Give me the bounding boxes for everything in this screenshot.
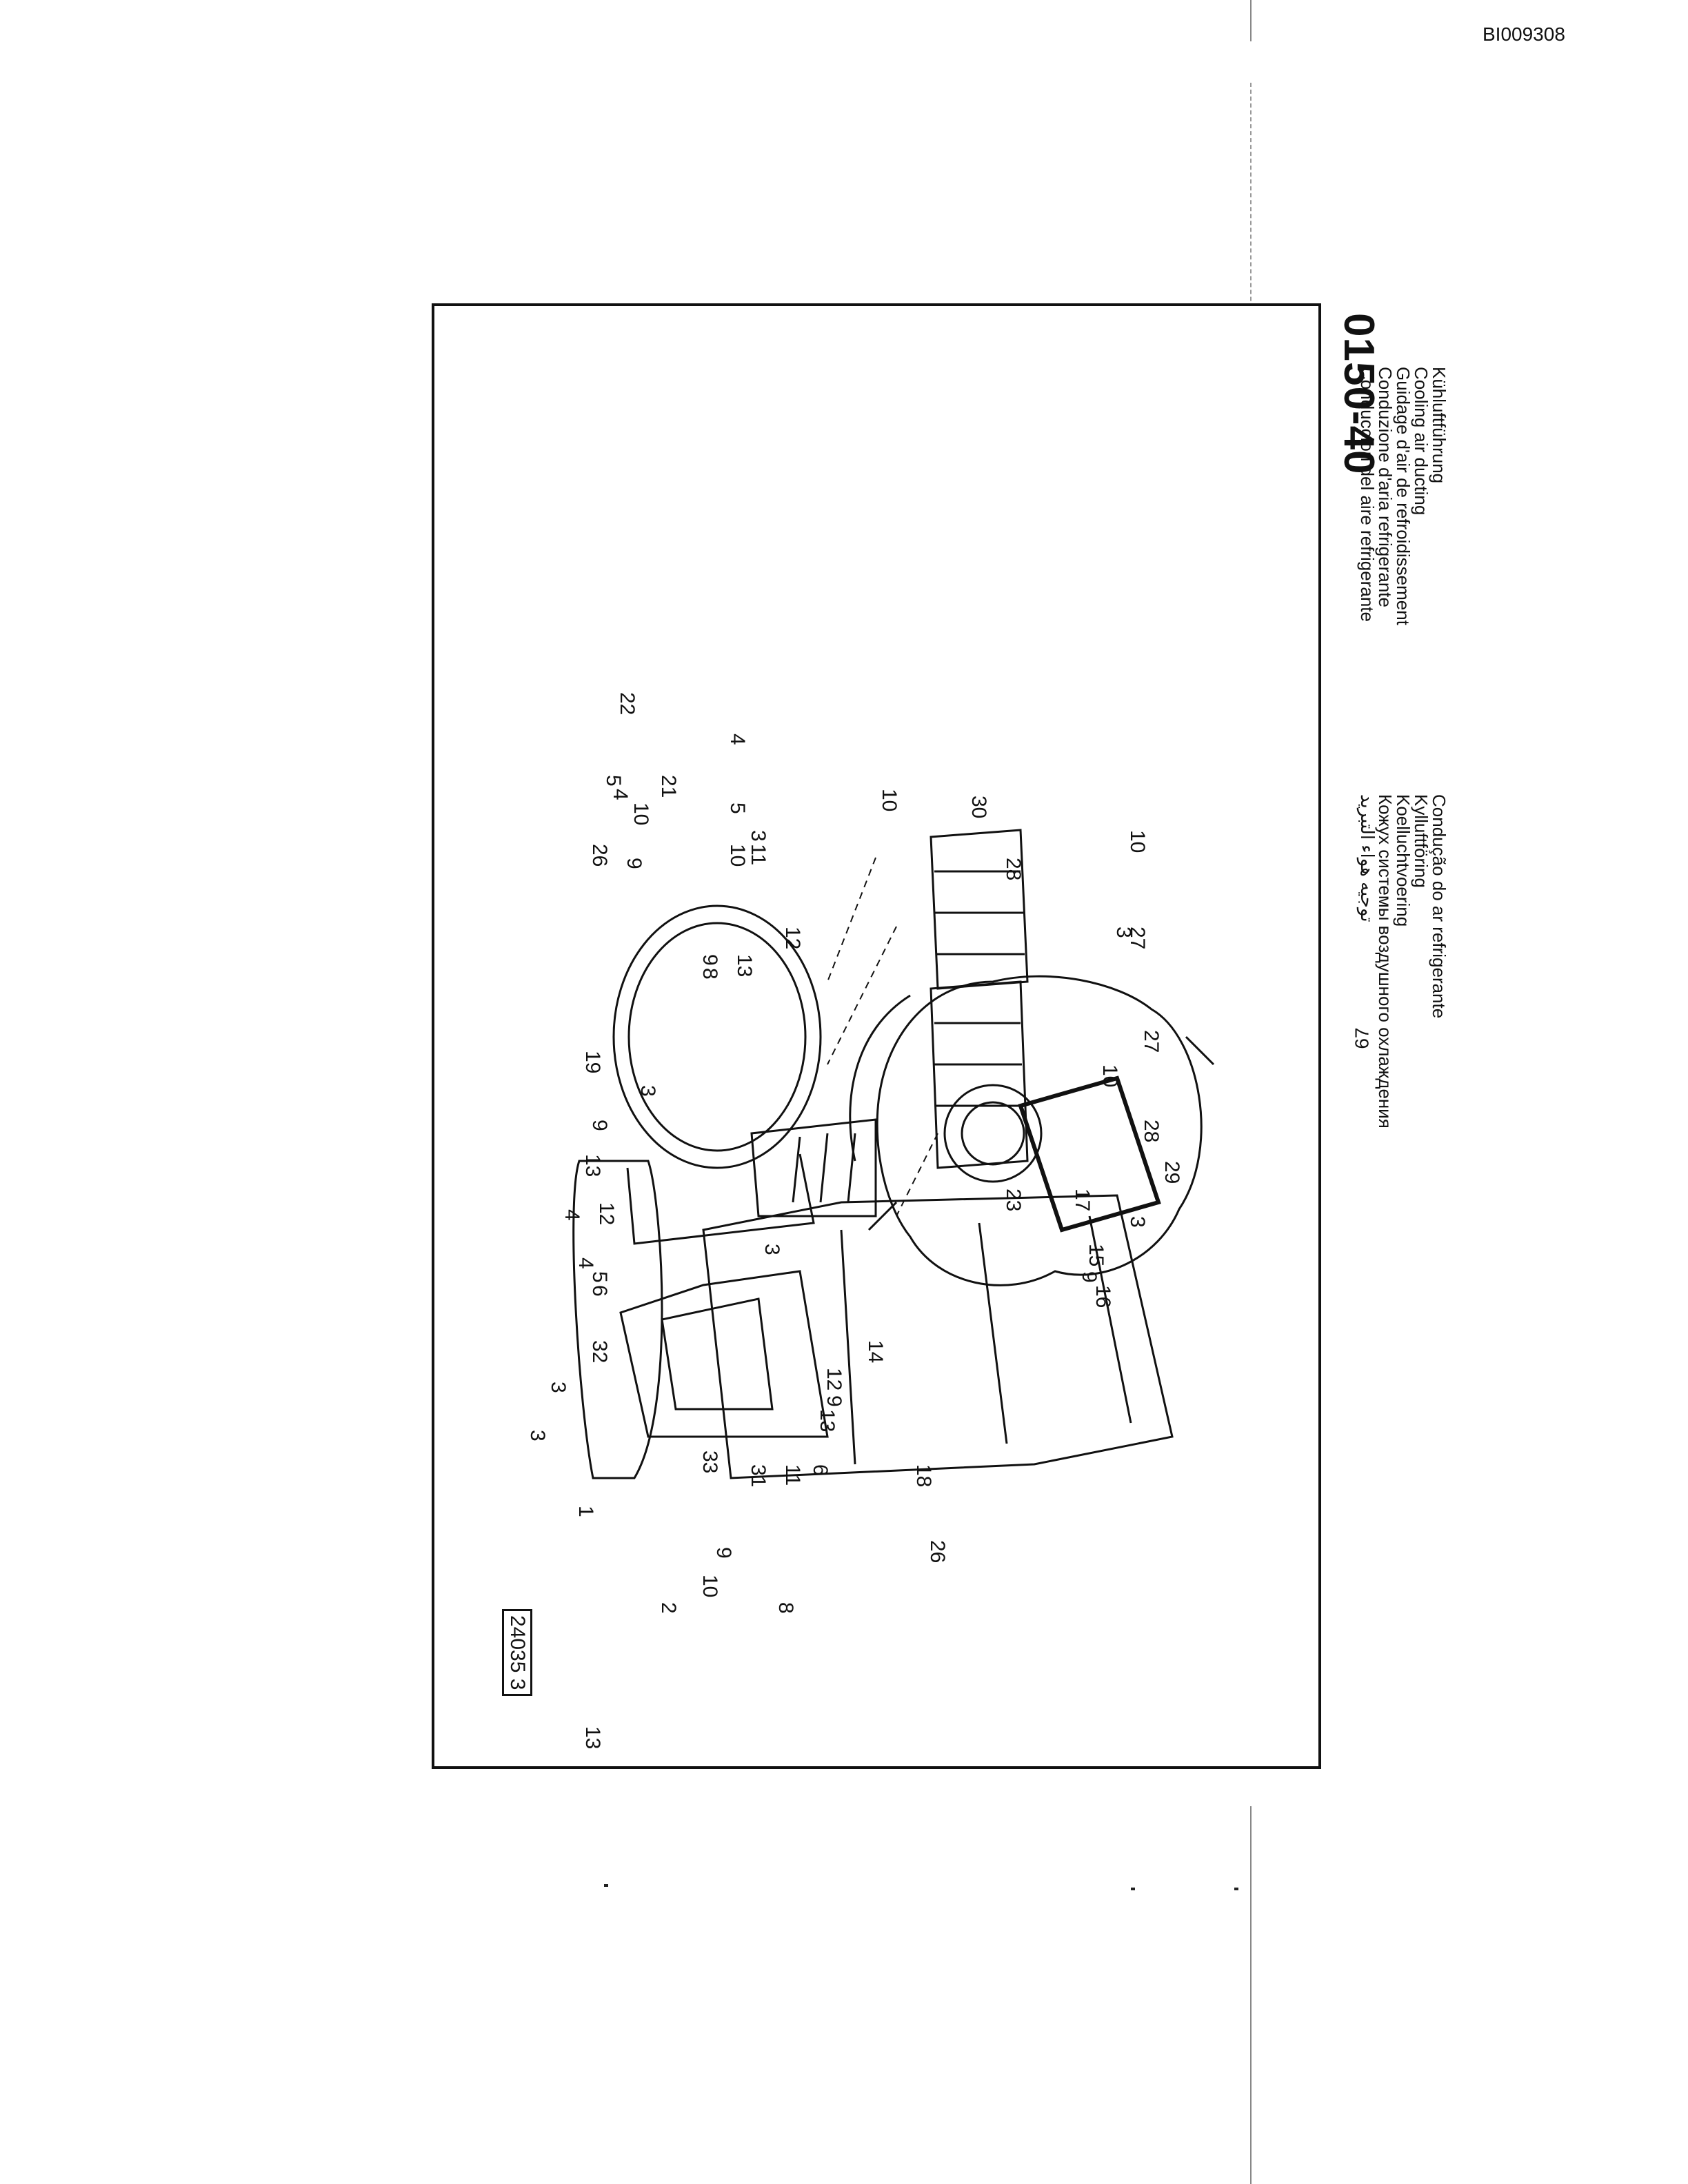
- callout-12: 12: [823, 1368, 845, 1391]
- callout-26: 26: [588, 844, 611, 867]
- callout-26: 26: [926, 1540, 949, 1563]
- callout-3: 3: [547, 1382, 570, 1393]
- part-30-grill-icon: [930, 829, 1029, 990]
- callout-33: 33: [699, 1450, 721, 1473]
- title-ru: Кожух системы воздушного охлаждения: [1375, 794, 1396, 1129]
- callout-21: 21: [657, 775, 680, 798]
- callout-12: 12: [595, 1202, 618, 1225]
- callout-8: 8: [699, 968, 721, 980]
- callout-9: 9: [1078, 1271, 1101, 1283]
- title-fr: Guidage d'air de refroidissement: [1393, 367, 1414, 625]
- engine-overview-icon: [849, 975, 1215, 1286]
- callout-9: 9: [623, 858, 645, 869]
- callout-11: 11: [781, 1464, 804, 1486]
- part-19-fan-housing-icon: [612, 904, 822, 1245]
- callout-3: 3: [761, 1244, 783, 1255]
- part-24-panel-icon: [750, 1118, 877, 1217]
- callout-3: 3: [1126, 1216, 1149, 1228]
- title-es: Conduccion del aire refrigerante: [1357, 367, 1378, 622]
- callout-13: 13: [733, 954, 756, 977]
- exploded-parts-diagram: 1 2 3 3 3 3 3 3 3 4 4 4 4 5 5 5 6 6 8 8: [526, 692, 1215, 1749]
- callout-13: 13: [581, 1726, 604, 1749]
- callout-16: 16: [1092, 1285, 1114, 1308]
- callout-6: 6: [588, 1285, 611, 1297]
- part-7-bracket-icon: [619, 1270, 829, 1438]
- callout-4: 4: [726, 734, 749, 745]
- callout-5: 5: [726, 802, 749, 814]
- callout-30: 30: [967, 796, 990, 818]
- rotated-content: 0150-40 Kühluftführung Cooling air ducti…: [434, 306, 1449, 1772]
- title-it: Conduzione d'aria refrigerante: [1375, 367, 1396, 607]
- part-18-duct-icon: [702, 1194, 1174, 1479]
- callout-10: 10: [1126, 830, 1149, 853]
- callout-13: 13: [581, 1154, 604, 1177]
- callout-28: 28: [1002, 858, 1025, 880]
- scan-edge-line: [1250, 1806, 1252, 2184]
- callout-28: 28: [1140, 1120, 1163, 1142]
- title-pt: Condução do ar refrigerante: [1429, 794, 1449, 1019]
- callout-4: 4: [574, 1257, 597, 1269]
- title-de: Kühluftführung: [1429, 367, 1449, 484]
- callout-labels: 1 2 3 3 3 3 3 3 3 4 4 4 4 5 5 5 6 6 8 8: [526, 692, 1183, 1749]
- callout-27: 27: [1126, 927, 1149, 949]
- callout-9: 9: [588, 1120, 611, 1131]
- callout-8: 8: [774, 1602, 797, 1614]
- callout-3: 3: [747, 830, 770, 842]
- callout-19: 19: [581, 1051, 604, 1073]
- title-sv: Kylluftföring: [1411, 794, 1431, 888]
- scan-speck: [1131, 1888, 1135, 1890]
- callout-1: 1: [574, 1506, 597, 1517]
- callout-14: 14: [864, 1340, 887, 1363]
- page-number: 67: [1351, 1027, 1373, 1049]
- scan-edge-line: [1250, 0, 1252, 41]
- figure-id: 24035 3: [502, 1609, 532, 1697]
- callout-32: 32: [588, 1340, 611, 1363]
- callout-3: 3: [1112, 927, 1135, 938]
- callout-18: 18: [912, 1464, 935, 1487]
- callout-2: 2: [657, 1602, 680, 1614]
- callout-17: 17: [1071, 1189, 1094, 1211]
- callout-10: 10: [726, 844, 749, 867]
- callout-22: 22: [616, 692, 639, 715]
- callout-5: 5: [588, 1271, 611, 1283]
- callout-10: 10: [1098, 1064, 1121, 1087]
- callout-10: 10: [699, 1575, 721, 1597]
- callout-3: 3: [636, 1085, 659, 1097]
- callout-23: 23: [1002, 1189, 1025, 1211]
- scan-speck: [604, 1884, 608, 1887]
- callout-9: 9: [699, 954, 721, 966]
- callout-11: 11: [747, 844, 770, 865]
- callout-9: 9: [823, 1395, 845, 1407]
- callout-10: 10: [878, 789, 901, 811]
- diagram-frame: 0150-40 Kühluftführung Cooling air ducti…: [432, 303, 1449, 1772]
- callout-12: 12: [781, 927, 804, 949]
- callout-4: 4: [609, 789, 632, 800]
- part-1-cover-icon: [572, 1160, 663, 1479]
- callout-27: 27: [1140, 1030, 1163, 1053]
- scan-speck: [1234, 1888, 1238, 1890]
- callout-6: 6: [809, 1464, 832, 1476]
- title-en: Cooling air ducting: [1411, 367, 1431, 516]
- document-id: BI009308: [1483, 23, 1565, 45]
- callout-31: 31: [747, 1464, 770, 1487]
- title-ar: توجيه هواء التبريد: [1357, 794, 1378, 922]
- callout-9: 9: [712, 1547, 735, 1559]
- title-nl: Koelluchtvoering: [1393, 794, 1414, 927]
- callout-5: 5: [602, 775, 625, 787]
- callout-29: 29: [1160, 1161, 1183, 1184]
- callout-4: 4: [561, 1209, 583, 1221]
- callout-13: 13: [816, 1409, 838, 1432]
- callout-15: 15: [1085, 1244, 1107, 1266]
- callout-10: 10: [630, 802, 652, 825]
- callout-3: 3: [526, 1430, 549, 1442]
